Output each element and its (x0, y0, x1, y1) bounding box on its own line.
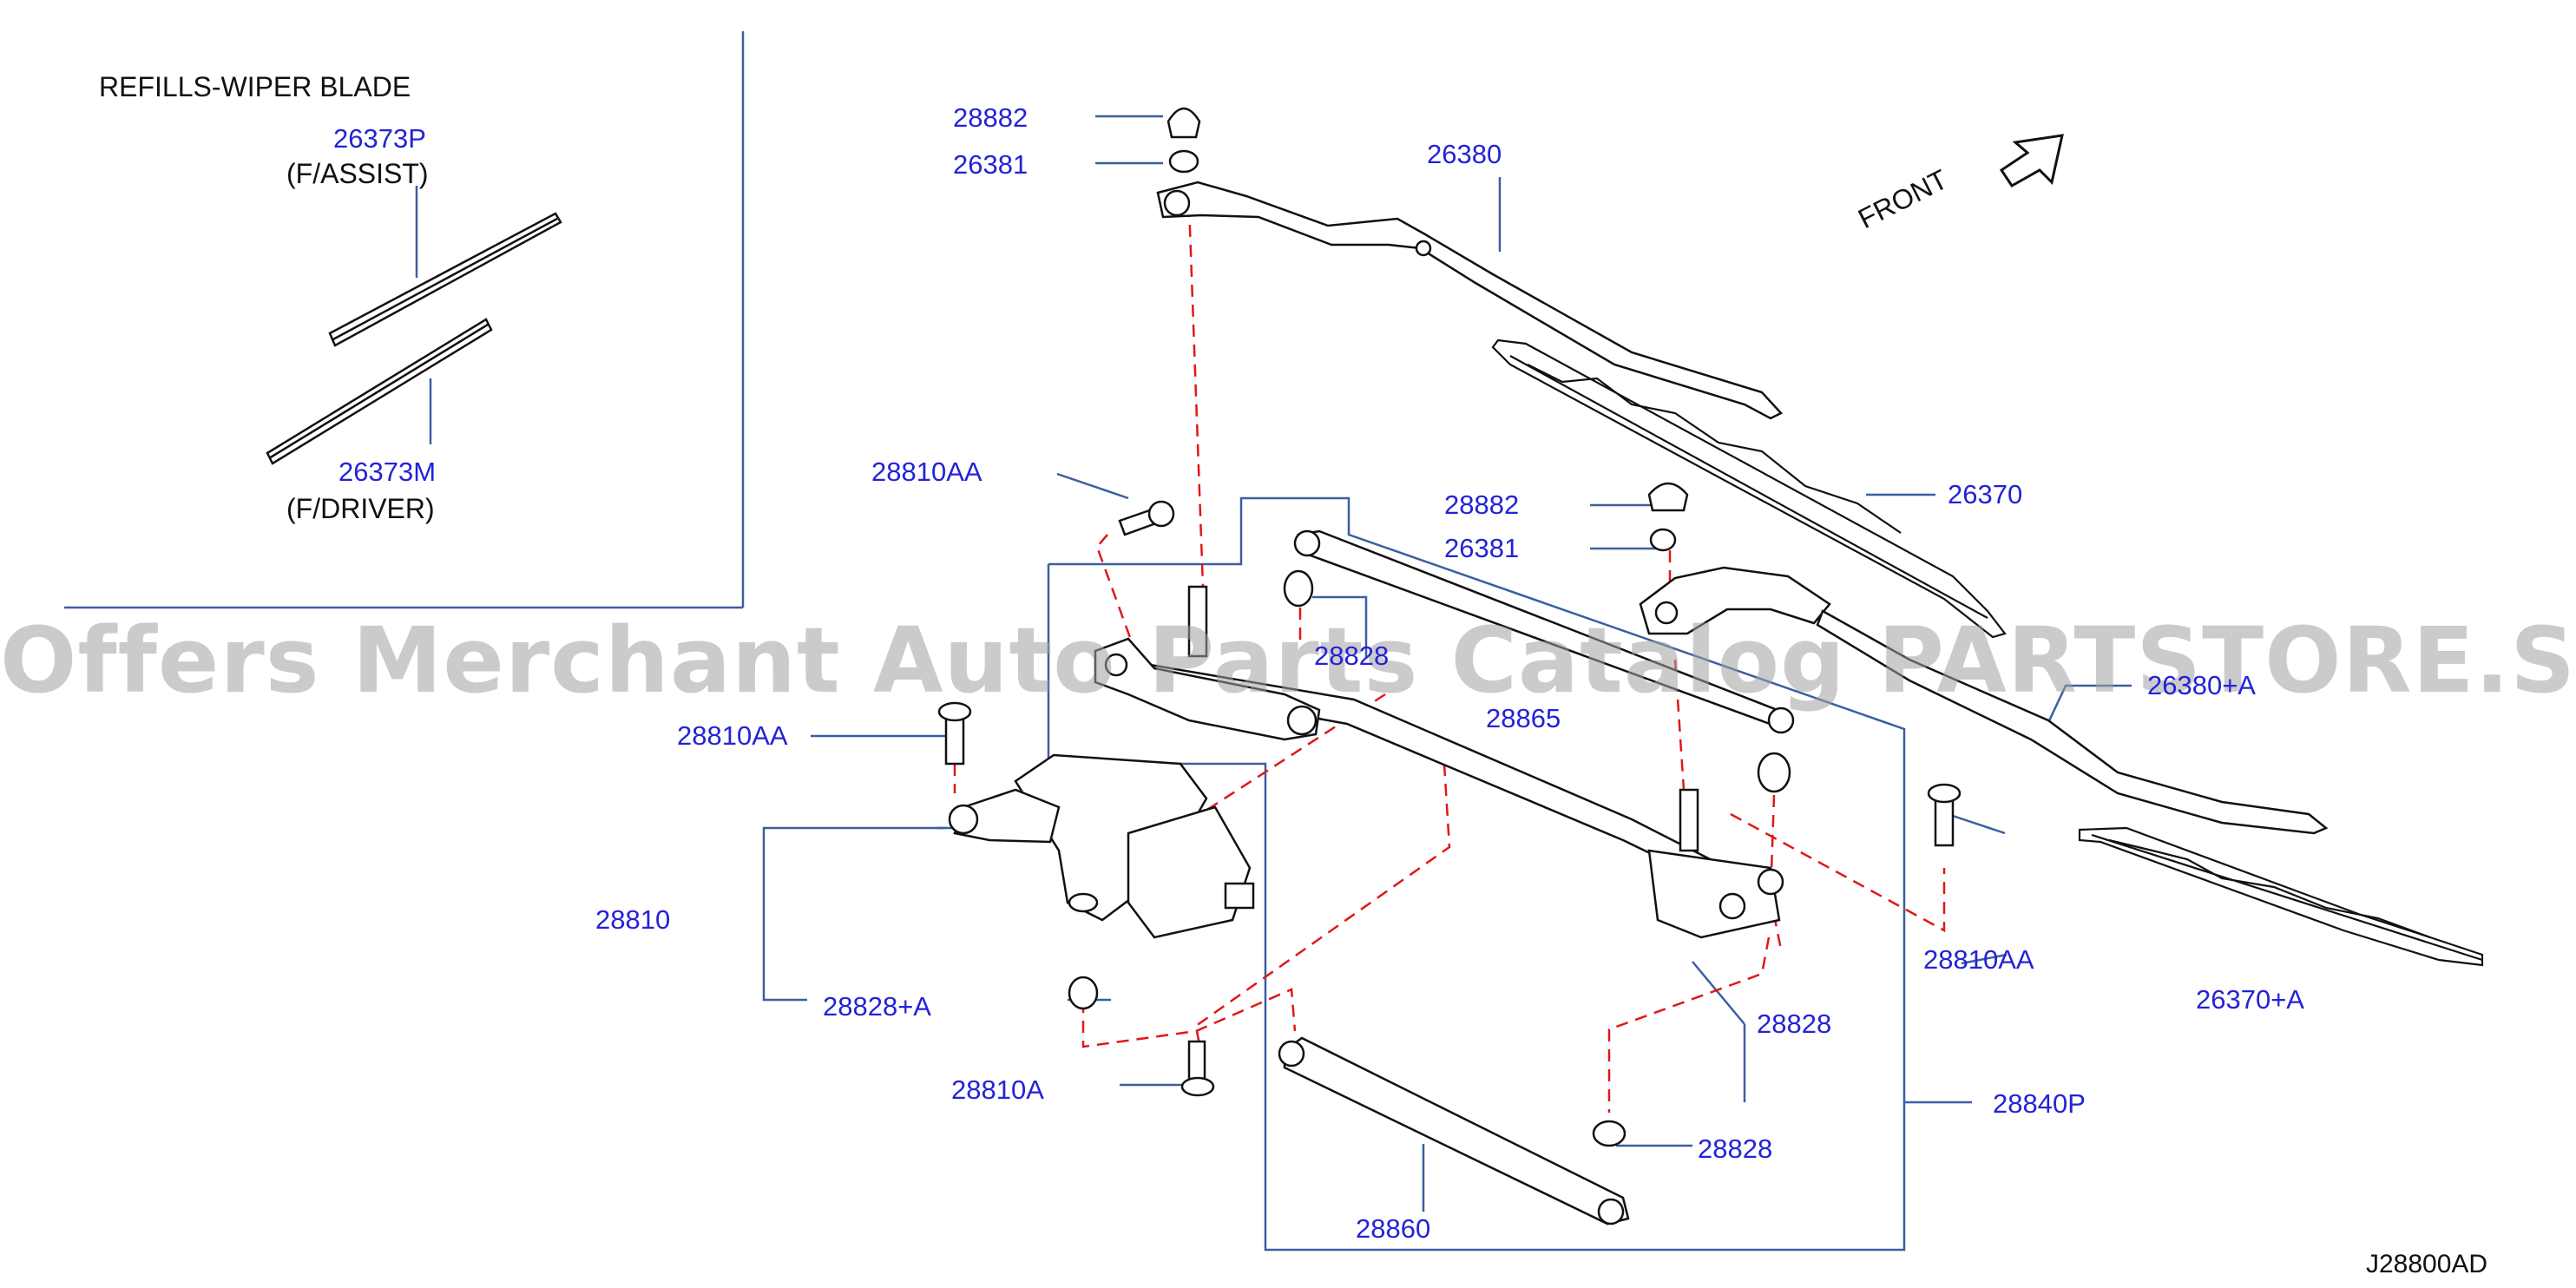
part-callout-28860[interactable]: 28860 (1356, 1213, 1431, 1244)
refill-strip-driver (266, 318, 493, 465)
wiper-arm-passenger (1639, 566, 2329, 835)
diagram-code: J28800AD (2366, 1250, 2488, 1278)
part-desc-driver: (F/DRIVER) (286, 493, 435, 524)
alignment-dashed-lines (953, 204, 1946, 1113)
part-callout-26373P[interactable]: 26373P (333, 123, 426, 154)
part-callout-26381-top[interactable]: 26381 (953, 149, 1028, 180)
part-callout-26373M[interactable]: 26373M (338, 457, 437, 487)
inset-title: REFILLS-WIPER BLADE (99, 71, 411, 102)
wiper-blade-driver (1491, 338, 2007, 639)
part-callout-28828-right[interactable]: 28828 (1757, 1009, 1832, 1039)
front-arrow-icon (1999, 134, 2064, 187)
part-callout-28810AA-a[interactable]: 28810AA (871, 457, 982, 487)
bolt-icon (1927, 783, 1962, 847)
part-callout-28810AA-c[interactable]: 28810AA (1923, 944, 2034, 975)
bolt-icon (1118, 500, 1175, 536)
part-callout-26381-mid[interactable]: 26381 (1444, 533, 1520, 563)
bolt-icon (1180, 1040, 1215, 1097)
part-callout-28882-mid[interactable]: 28882 (1444, 490, 1520, 520)
part-callout-26380A[interactable]: 26380+A (2147, 670, 2256, 700)
part-callout-26380[interactable]: 26380 (1427, 139, 1502, 169)
inset-frame (64, 31, 745, 609)
part-callout-26370A[interactable]: 26370+A (2196, 984, 2304, 1015)
wiper-arm-driver (1156, 181, 1784, 420)
part-desc-assist: (F/ASSIST) (286, 158, 429, 189)
refill-strip-assist (328, 212, 562, 347)
part-callout-28810AA-b[interactable]: 28810AA (677, 720, 788, 751)
part-callout-28828-hidden[interactable]: 28828 (1314, 641, 1390, 671)
cap-icon (1068, 107, 1791, 1147)
bolt-icon (937, 701, 972, 766)
part-callout-28810[interactable]: 28810 (595, 904, 671, 935)
part-callout-28828A[interactable]: 28828+A (823, 991, 931, 1022)
leader-lines (415, 115, 2132, 1252)
part-callout-28882-top[interactable]: 28882 (953, 102, 1028, 133)
part-callout-28810A[interactable]: 28810A (951, 1074, 1044, 1105)
part-callout-26370[interactable]: 26370 (1948, 479, 2023, 509)
watermark-text: Offers Merchant Auto Parts Catalog PARTS… (0, 608, 2576, 713)
part-callout-28865[interactable]: 28865 (1486, 703, 1561, 733)
linkage-assembly (937, 107, 1962, 1226)
wiper-blade-passenger (2078, 826, 2484, 967)
part-callout-28840P[interactable]: 28840P (1993, 1088, 2086, 1119)
part-callout-28828-low[interactable]: 28828 (1698, 1134, 1773, 1164)
